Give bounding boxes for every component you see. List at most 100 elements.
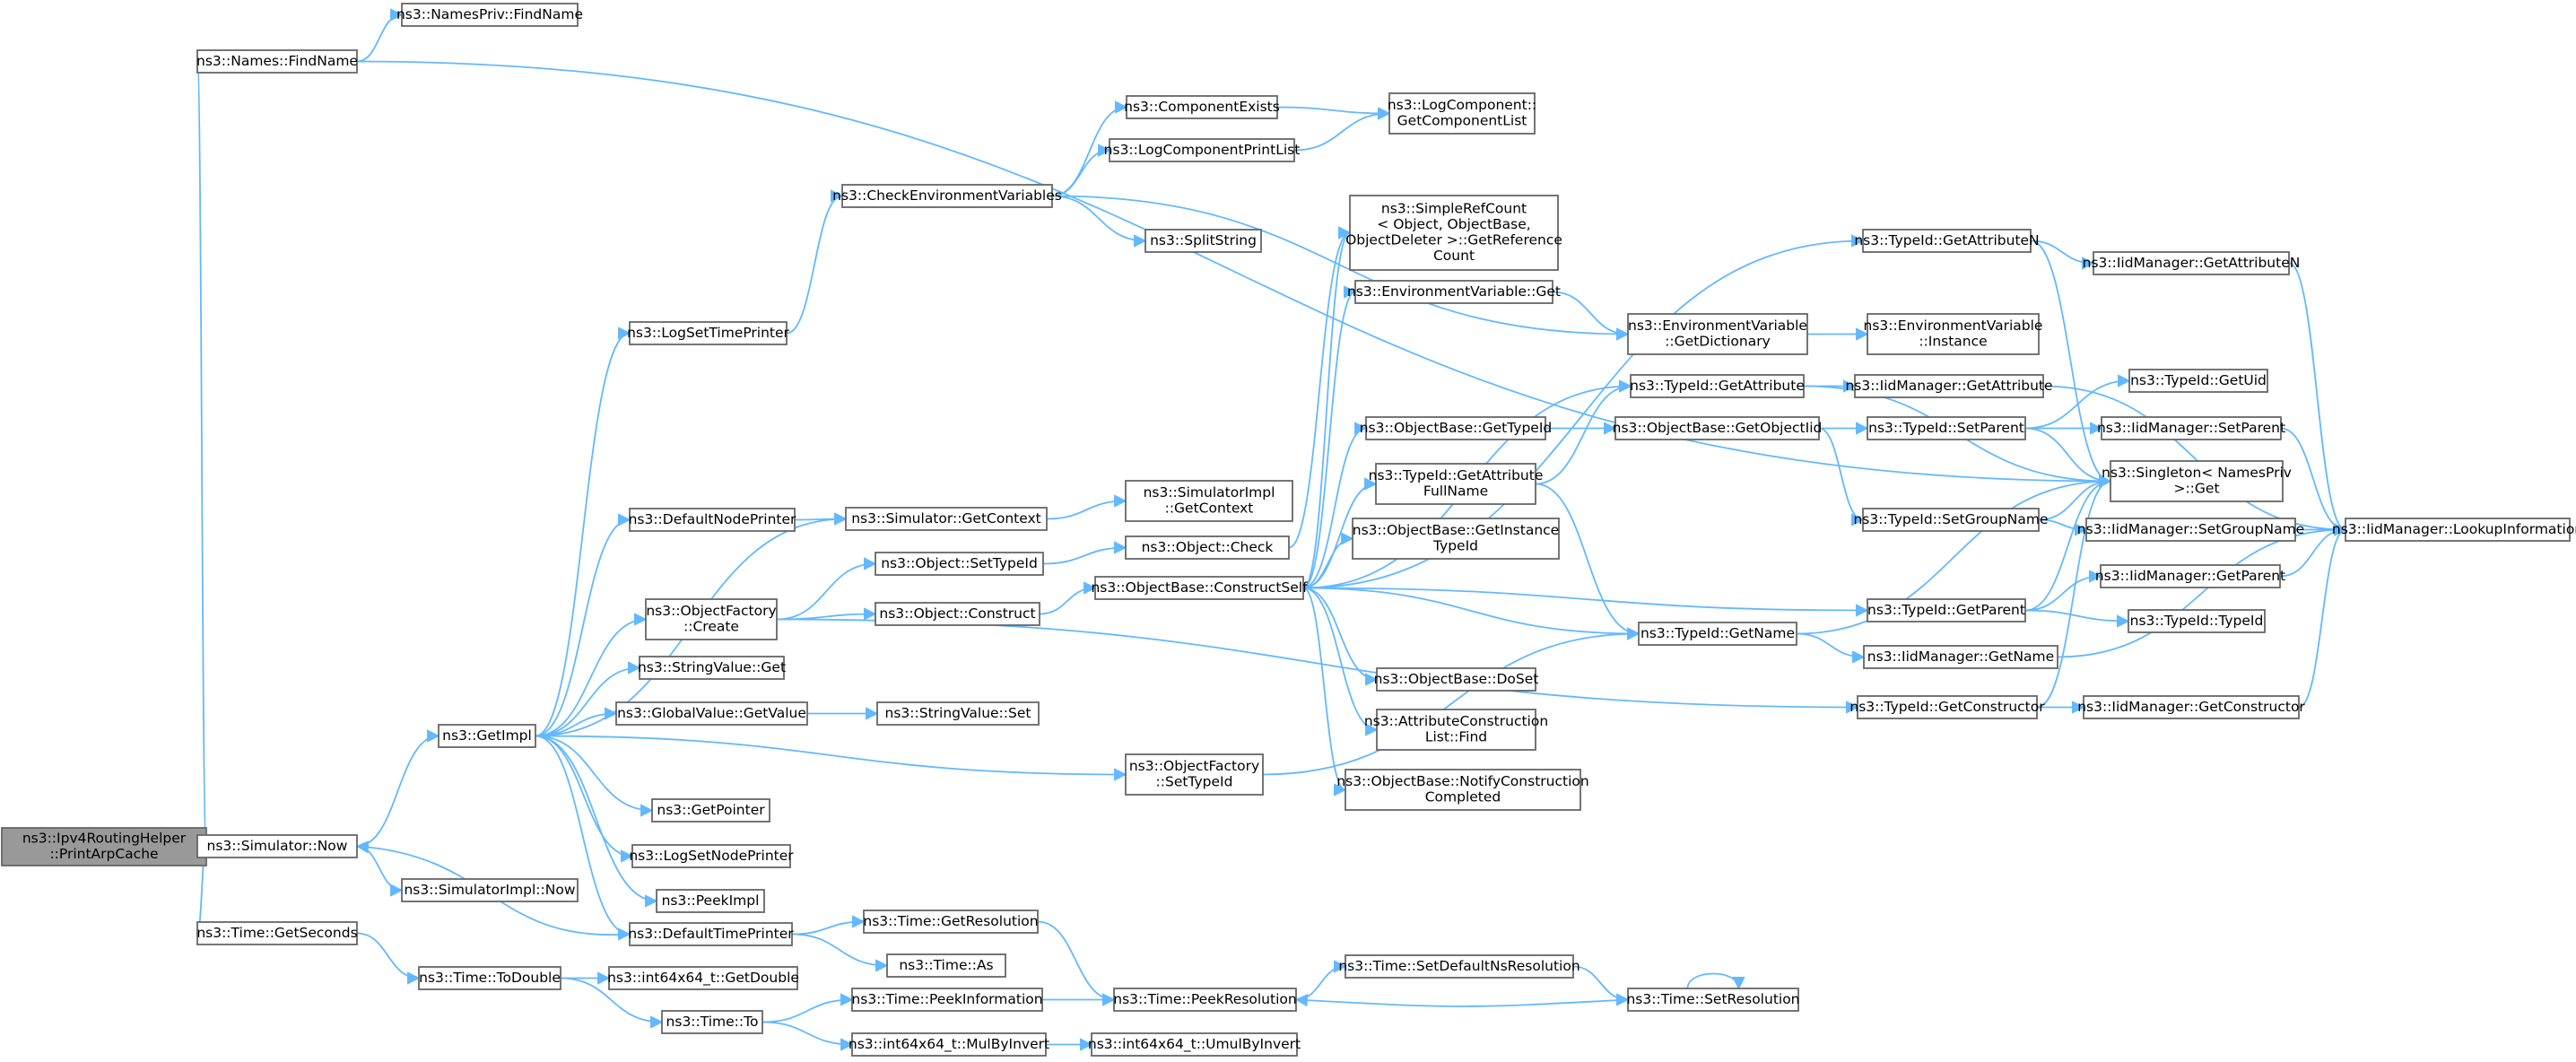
node-label: ns3::Time::SetResolution [1626,991,1799,1007]
edge-objbase_constructself-to-objbase_getinstancetypeid [1302,532,1354,589]
node-logsettimeprinter[interactable]: ns3::LogSetTimePrinter [627,321,790,345]
node-time_peekinfo[interactable]: ns3::Time::PeekInformation [851,988,1043,1012]
node-logcompprintlist[interactable]: ns3::LogComponentPrintList [1104,138,1301,162]
node-defnodeprinter[interactable]: ns3::DefaultNodePrinter [629,508,796,532]
node-object_check[interactable]: ns3::Object::Check [1125,535,1290,560]
node-iid_getattribute[interactable]: ns3::IidManager::GetAttribute [1845,374,2053,398]
node-sim_getcontext[interactable]: ns3::Simulator::GetContext [845,507,1048,531]
node-int64_mulbyinv[interactable]: ns3::int64x64_t::MulByInvert [849,1032,1049,1057]
node-iid_setparent[interactable]: ns3::IidManager::SetParent [2097,416,2285,440]
node-typeid_getuid[interactable]: ns3::TypeId::GetUid [2128,369,2268,393]
node-root[interactable]: ns3::Ipv4RoutingHelper::PrintArpCache [1,827,207,866]
node-iid_getname[interactable]: ns3::IidManager::GetName [1863,645,2058,669]
node-box [1862,229,2032,253]
node-iid_getattributen[interactable]: ns3::IidManager::GetAttributeN [2083,251,2301,275]
edge-typeid_getconstructor-to-singleton_get [2036,474,2112,709]
node-label: ns3::EnvironmentVariable::Get [1347,283,1561,300]
node-objbase_getobjectiid[interactable]: ns3::ObjectBase::GetObjectIid [1613,416,1823,440]
node-strval_set[interactable]: ns3::StringValue::Set [876,701,1040,726]
node-object_construct[interactable]: ns3::Object::Construct [875,602,1040,626]
node-objbase_doset[interactable]: ns3::ObjectBase::DoSet [1374,667,1539,692]
node-object_settypeid[interactable]: ns3::Object::SetTypeId [875,552,1044,576]
edge-sim_now-to-getimpl [356,729,440,848]
node-objfactory_create[interactable]: ns3::ObjectFactory::Create [645,598,778,640]
edge-objbase_constructself-to-simplerefcount [1302,226,1352,589]
node-box [1867,598,2026,622]
node-logcomp_getlist[interactable]: ns3::LogComponent::GetComponentList [1388,92,1536,135]
node-box [863,910,1039,934]
node-splitstring[interactable]: ns3::SplitString [1144,229,1262,253]
node-label: ns3::Ipv4RoutingHelper [22,831,187,847]
node-box [418,966,561,990]
node-typeid_getattributen[interactable]: ns3::TypeId::GetAttributeN [1854,229,2040,253]
node-iid_getconstructor[interactable]: ns3::IidManager::GetConstructor [2077,695,2305,719]
node-time_todouble[interactable]: ns3::Time::ToDouble [418,966,561,990]
node-label: ns3::IidManager::GetConstructor [2077,699,2305,715]
edge-getimpl-to-defnodeprinter [535,513,631,737]
node-typeid_getname[interactable]: ns3::TypeId::GetName [1638,622,1797,646]
node-typeid_setgroupname[interactable]: ns3::TypeId::SetGroupName [1853,508,2049,532]
node-label: ns3::LogComponent:: [1388,97,1536,113]
node-sim_now[interactable]: ns3::Simulator::Now [196,834,358,858]
edge-typeid_setparent-to-typeid_getuid [2024,374,2131,430]
node-compexists[interactable]: ns3::ComponentExists [1124,95,1280,119]
node-iid_setgroupname[interactable]: ns3::IidManager::SetGroupName [2077,518,2304,542]
node-objbase_gettypeid[interactable]: ns3::ObjectBase::GetTypeId [1360,416,1553,440]
node-int64_umulbyinv[interactable]: ns3::int64x64_t::UmulByInvert [1088,1032,1301,1057]
node-typeid_getconstructor[interactable]: ns3::TypeId::GetConstructor [1849,695,2045,719]
node-objfactory_settypeid[interactable]: ns3::ObjectFactory::SetTypeId [1125,753,1264,796]
node-time_setres[interactable]: ns3::Time::SetResolution [1626,988,1800,1012]
edge-names_find-to-singleton_get [356,60,2112,488]
node-simimpl_getcontext[interactable]: ns3::SimulatorImpl::GetContext [1125,480,1293,522]
node-envvar_instance[interactable]: ns3::EnvironmentVariable::Instance [1864,313,2043,355]
node-time_to[interactable]: ns3::Time::To [661,1010,763,1034]
node-globalval_getvalue[interactable]: ns3::GlobalValue::GetValue [615,701,808,726]
node-box [631,844,791,868]
node-time_peekres[interactable]: ns3::Time::PeekResolution [1113,988,1297,1012]
node-label: ns3::LogComponentPrintList [1104,142,1301,158]
node-typeid_getparent[interactable]: ns3::TypeId::GetParent [1867,598,2026,622]
node-envvar_get[interactable]: ns3::EnvironmentVariable::Get [1347,280,1561,304]
edge-objfactory_create-to-object_settypeid [776,557,877,621]
node-time_getres[interactable]: ns3::Time::GetResolution [863,910,1039,934]
node-label: ::SetTypeId [1156,774,1233,790]
node-simplerefcount[interactable]: ns3::SimpleRefCount< Object, ObjectBase,… [1345,195,1562,271]
node-objbase_constructself[interactable]: ns3::ObjectBase::ConstructSelf [1091,576,1308,600]
node-box [2093,251,2290,275]
node-label: List::Find [1425,729,1487,745]
node-names_find[interactable]: ns3::Names::FindName [196,49,358,74]
node-int64_getdouble[interactable]: ns3::int64x64_t::GetDouble [607,966,799,990]
node-label: ns3::Object::Check [1142,539,1274,555]
node-namespriv_find[interactable]: ns3::NamesPriv::FindName [396,3,583,27]
node-getpointer[interactable]: ns3::GetPointer [651,798,770,823]
node-iid_lookup[interactable]: ns3::IidManager::LookupInformation [2332,518,2576,542]
node-peekimpl[interactable]: ns3::PeekImpl [656,889,765,913]
node-envvar_getdict[interactable]: ns3::EnvironmentVariable::GetDictionary [1627,313,1808,355]
node-checkenv[interactable]: ns3::CheckEnvironmentVariables [832,184,1062,208]
node-time_setdefns[interactable]: ns3::Time::SetDefaultNsResolution [1338,954,1580,979]
node-iid_getparent[interactable]: ns3::IidManager::GetParent [2095,564,2285,588]
node-box [1867,416,2026,440]
node-getimpl[interactable]: ns3::GetImpl [438,724,536,748]
node-typeid_setparent[interactable]: ns3::TypeId::SetParent [1867,416,2026,440]
node-deftimeprinter[interactable]: ns3::DefaultTimePrinter [628,922,794,946]
node-box [629,508,796,532]
node-simimpl_now[interactable]: ns3::SimulatorImpl::Now [401,878,579,902]
node-logsetnodeprinter[interactable]: ns3::LogSetNodePrinter [629,844,794,868]
node-time_as[interactable]: ns3::Time::As [886,953,1006,978]
node-label: ::GetContext [1165,501,1254,517]
node-box [1094,576,1304,600]
node-box [645,598,778,640]
node-typeid_getattribute[interactable]: ns3::TypeId::GetAttribute [1630,374,1805,398]
node-time_getsec[interactable]: ns3::Time::GetSeconds [196,921,358,945]
node-label: ObjectDeleter >::GetReference [1345,232,1562,248]
node-strval_get[interactable]: ns3::StringValue::Get [638,656,786,680]
node-label: ns3::GetImpl [442,727,532,744]
edge-typeid_setgroupname-to-singleton_get [2038,474,2112,521]
node-typeid_typeid[interactable]: ns3::TypeId::TypeId [2128,609,2266,633]
node-singleton_get[interactable]: ns3::Singleton< NamesPriv>::Get [2102,460,2292,502]
node-objbase_notify[interactable]: ns3::ObjectBase::NotifyConstructionCompl… [1336,769,1589,811]
